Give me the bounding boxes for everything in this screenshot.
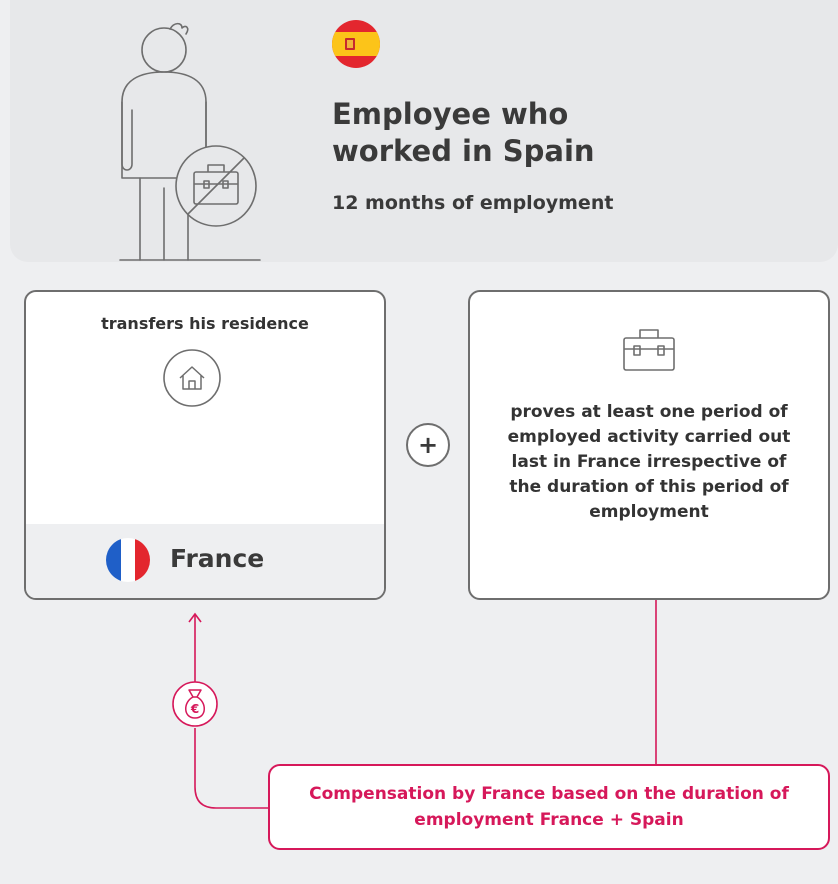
hero-subtitle: 12 months of employment bbox=[332, 192, 614, 214]
destination-country: France bbox=[26, 524, 384, 598]
svg-text:€: € bbox=[190, 702, 199, 716]
hero-title: Employee who worked in Spain bbox=[332, 97, 595, 168]
employment-proof-text: proves at least one period of employed a… bbox=[507, 402, 791, 522]
plus-operator: + bbox=[406, 423, 450, 467]
residence-label: transfers his residence bbox=[101, 314, 309, 333]
hero-panel bbox=[10, 0, 838, 262]
compensation-box: Compensation by France based on the dura… bbox=[268, 764, 830, 850]
euro-moneybag-icon: € bbox=[172, 681, 218, 727]
house-icon bbox=[163, 349, 221, 407]
france-flag-icon bbox=[106, 538, 150, 582]
briefcase-crossed-icon bbox=[175, 145, 257, 227]
briefcase-icon bbox=[623, 329, 675, 371]
country-name: France bbox=[170, 544, 265, 573]
spain-flag-icon bbox=[332, 20, 380, 68]
person-icon bbox=[119, 22, 261, 261]
employment-proof-card: proves at least one period of employed a… bbox=[468, 290, 830, 600]
residence-card: transfers his residence France bbox=[24, 290, 386, 600]
compensation-text: Compensation by France based on the dura… bbox=[309, 784, 789, 830]
